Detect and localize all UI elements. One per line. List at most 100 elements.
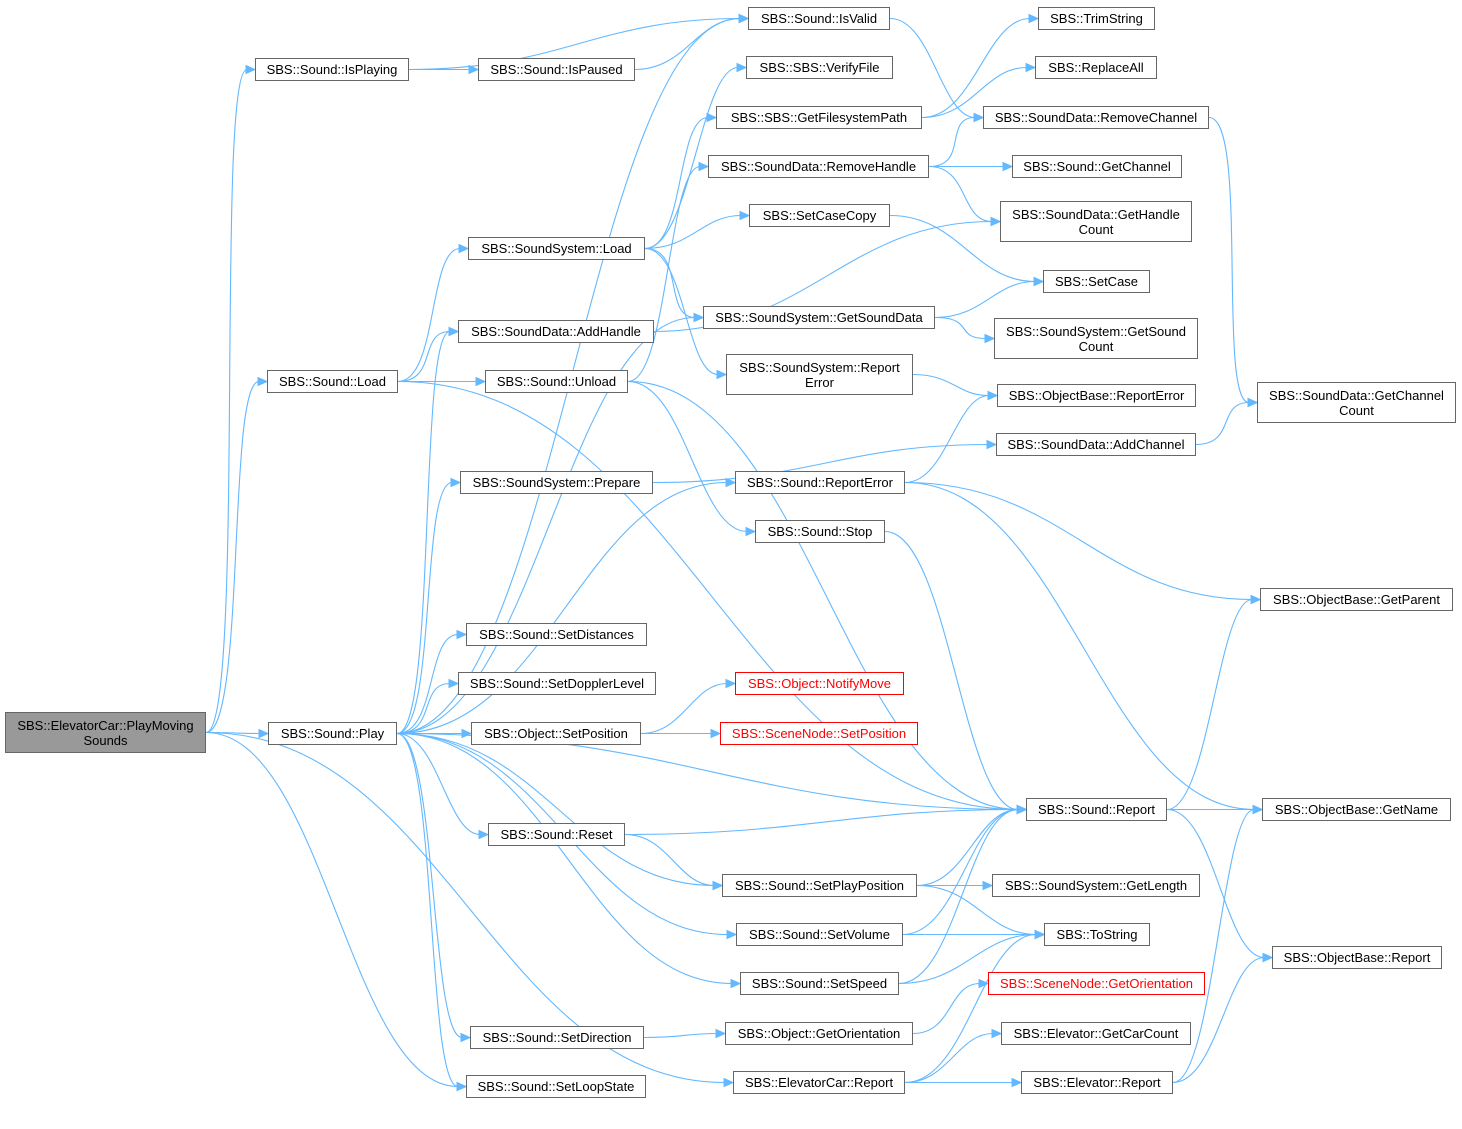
node-objreporterror[interactable]: SBS::ObjectBase::ReportError [997, 384, 1196, 407]
arrowhead-getlength [982, 880, 994, 891]
edge-play-to-setloopstate [396, 732, 459, 1088]
arrowhead-getchannelcount [1247, 397, 1259, 408]
edge-setvolume-to-sndreport [902, 808, 1019, 936]
arrowhead-soundload [257, 376, 269, 387]
arrowhead-sndreporterror [725, 477, 737, 488]
arrowhead-getname [1252, 804, 1264, 815]
node-objsetpos[interactable]: SBS::Object::SetPosition [471, 722, 641, 745]
node-elevreport[interactable]: SBS::Elevator::Report [1021, 1071, 1173, 1094]
node-getcarcount[interactable]: SBS::Elevator::GetCarCount [1001, 1022, 1191, 1045]
arrowhead-objgetorient [715, 1028, 727, 1039]
edge-root-to-ecreport [205, 731, 726, 1084]
edge-reset-to-sndreport [624, 808, 1019, 836]
node-getfspath[interactable]: SBS::SBS::GetFilesystemPath [716, 106, 922, 129]
node-ecreport[interactable]: SBS::ElevatorCar::Report [733, 1071, 905, 1094]
node-setdistances[interactable]: SBS::Sound::SetDistances [466, 623, 647, 646]
node-addhandle[interactable]: SBS::SoundData::AddHandle [458, 320, 654, 343]
edge-getfspath-to-trimstring [921, 17, 1031, 119]
edge-play-to-setplaypos [396, 732, 715, 887]
edge-ssreporterror-to-objreporterror [912, 373, 990, 397]
node-isvalid[interactable]: SBS::Sound::IsValid [748, 7, 890, 30]
node-trimstring[interactable]: SBS::TrimString [1038, 7, 1155, 30]
node-ssreporterror[interactable]: SBS::SoundSystem::Report Error [726, 354, 913, 395]
edge-ecreport-to-getcarcount [904, 1032, 994, 1084]
arrowhead-ecreport [723, 1077, 735, 1088]
edge-soundload-to-addhandle [397, 330, 451, 383]
node-removehandle[interactable]: SBS::SoundData::RemoveHandle [708, 155, 929, 178]
arrowhead-elevreport [1011, 1077, 1023, 1088]
edge-play-to-addhandle [396, 330, 451, 735]
node-objgetorient[interactable]: SBS::Object::GetOrientation [725, 1022, 913, 1045]
arrowhead-replaceall [1025, 62, 1037, 73]
edge-sndreport-to-objreport [1166, 808, 1265, 959]
arrowhead-notifymove [725, 678, 737, 689]
node-getlength[interactable]: SBS::SoundSystem::GetLength [992, 874, 1200, 897]
node-isplaying[interactable]: SBS::Sound::IsPlaying [255, 58, 409, 81]
node-unload[interactable]: SBS::Sound::Unload [485, 370, 628, 393]
node-getsoundcount[interactable]: SBS::SoundSystem::GetSound Count [994, 318, 1198, 359]
edge-sndreport-to-getparent [1166, 598, 1253, 811]
arrowhead-getsoundcount [984, 333, 996, 344]
node-setspeed[interactable]: SBS::Sound::SetSpeed [740, 972, 899, 995]
node-setplaypos[interactable]: SBS::Sound::SetPlayPosition [722, 874, 917, 897]
arrowhead-snsetpos [710, 728, 722, 739]
node-objreport[interactable]: SBS::ObjectBase::Report [1272, 946, 1442, 969]
node-setdoppler[interactable]: SBS::Sound::SetDopplerLevel [458, 672, 656, 695]
arrowhead-setdistances [456, 629, 468, 640]
edge-getsounddata-to-setcase [934, 280, 1036, 319]
arrowhead-objreporterror [987, 390, 999, 401]
edge-removehandle-to-removechannel [928, 116, 976, 168]
node-gethandlecount[interactable]: SBS::SoundData::GetHandle Count [1000, 201, 1192, 242]
node-getchannel[interactable]: SBS::Sound::GetChannel [1012, 155, 1182, 178]
edge-elevreport-to-getname [1172, 808, 1255, 1084]
arrowhead-setdoppler [448, 678, 460, 689]
node-sndreport[interactable]: SBS::Sound::Report [1026, 798, 1167, 821]
node-sndreporterror[interactable]: SBS::Sound::ReportError [735, 471, 905, 494]
node-notifymove[interactable]: SBS::Object::NotifyMove [735, 672, 904, 695]
node-setcase[interactable]: SBS::SetCase [1043, 270, 1150, 293]
node-stop[interactable]: SBS::Sound::Stop [755, 520, 885, 543]
node-addchannel[interactable]: SBS::SoundData::AddChannel [996, 433, 1196, 456]
node-setcasecopy[interactable]: SBS::SetCaseCopy [749, 204, 890, 227]
edge-isvalid-to-removechannel [889, 17, 976, 119]
node-ispaused[interactable]: SBS::Sound::IsPaused [478, 58, 635, 81]
arrowhead-getchannel [1002, 161, 1014, 172]
edge-soundload-to-sndreport [397, 380, 1019, 811]
node-sngetorient[interactable]: SBS::SceneNode::GetOrientation [988, 972, 1205, 995]
node-setloopstate[interactable]: SBS::Sound::SetLoopState [466, 1075, 646, 1098]
arrowhead-removechannel [973, 112, 985, 123]
arrowhead-getsounddata [693, 312, 705, 323]
node-getparent[interactable]: SBS::ObjectBase::GetParent [1260, 588, 1453, 611]
arrowhead-sngetorient [978, 978, 990, 989]
node-snsetpos[interactable]: SBS::SceneNode::SetPosition [720, 722, 918, 745]
node-tostring[interactable]: SBS::ToString [1044, 923, 1150, 946]
edge-unload-to-sndreport [627, 380, 1019, 811]
node-setvolume[interactable]: SBS::Sound::SetVolume [736, 923, 903, 946]
arrowhead-ispaused [468, 64, 480, 75]
arrowhead-tostring [1034, 929, 1046, 940]
node-soundload[interactable]: SBS::Sound::Load [267, 370, 398, 393]
edge-root-to-setloopstate [205, 731, 459, 1088]
node-reset[interactable]: SBS::Sound::Reset [488, 823, 625, 846]
node-getname[interactable]: SBS::ObjectBase::GetName [1262, 798, 1451, 821]
node-verifyfile[interactable]: SBS::SBS::VerifyFile [746, 56, 893, 79]
edge-removechannel-to-getchannelcount [1208, 116, 1250, 404]
edge-play-to-setdirection [396, 732, 463, 1039]
node-replaceall[interactable]: SBS::ReplaceAll [1035, 56, 1157, 79]
node-removechannel[interactable]: SBS::SoundData::RemoveChannel [983, 106, 1209, 129]
node-ssload[interactable]: SBS::SoundSystem::Load [468, 237, 645, 260]
node-getsounddata[interactable]: SBS::SoundSystem::GetSoundData [703, 306, 935, 329]
edge-play-to-reset [396, 732, 481, 836]
arrowhead-objreport [1262, 952, 1274, 963]
arrowhead-addchannel [986, 439, 998, 450]
edge-reset-to-setplaypos [624, 833, 715, 887]
edge-setspeed-to-sndreport [898, 808, 1019, 985]
arrowhead-sndreport [1016, 804, 1028, 815]
edge-play-to-setdistances [396, 633, 459, 735]
arrowhead-unload [475, 376, 487, 387]
node-play[interactable]: SBS::Sound::Play [268, 722, 397, 745]
node-setdirection[interactable]: SBS::Sound::SetDirection [470, 1026, 644, 1049]
arrowhead-gethandlecount [990, 216, 1002, 227]
node-getchannelcount[interactable]: SBS::SoundData::GetChannel Count [1257, 382, 1456, 423]
node-prepare[interactable]: SBS::SoundSystem::Prepare [460, 471, 653, 494]
